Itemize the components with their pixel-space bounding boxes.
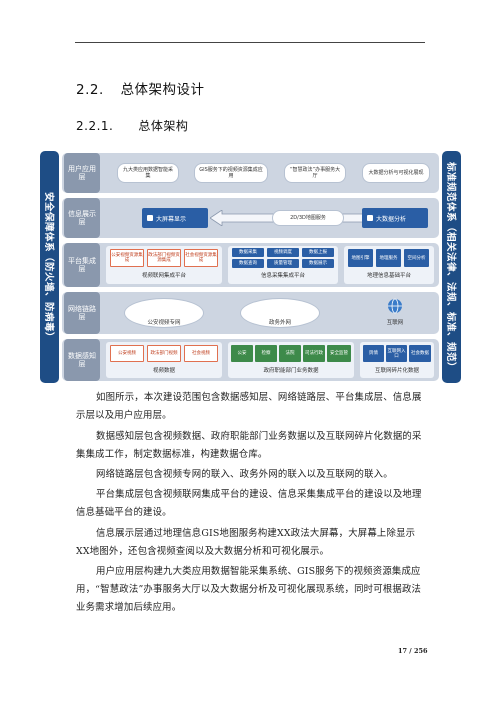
info-display-layer: 信息展示层 大屏幕显示 2D/3D地图服务 大数据分析 [62, 198, 439, 238]
heading-number: 2.2.1. [76, 119, 114, 133]
data-cell: 舆情 [363, 345, 384, 362]
screen-icon [147, 215, 153, 221]
security-system-bar: 安全保障体系（防火墙、防病毒） [40, 151, 59, 383]
user-application-layer: 用户应用层 九大类应用数据智能采集 GIS服务下的视频资源集成应用 “智慧政法”… [62, 153, 439, 193]
group-caption: 政府职能部门业务数据 [263, 368, 319, 374]
platform-cell: 公安视频资源集成 [110, 249, 144, 267]
header-rule [75, 42, 425, 43]
data-cell: 司法行政 [303, 345, 325, 362]
chart-icon [367, 215, 373, 221]
body-paragraph: 如图所示，本次建设范围包含数据感知层、网络链路层、平台集成层、信息展示层以及用户… [76, 392, 422, 421]
page-number: 17 / 256 [398, 647, 428, 655]
platform-cell: 质量管理 [267, 259, 299, 268]
architecture-diagram: 安全保障体系（防火墙、防病毒） 标准规范体系（相关法律、法规、标准、规范） 用户… [40, 151, 461, 383]
section-heading-2-2: 2.2. 总体架构设计 [76, 78, 205, 98]
platform-cell: 地理服务 [376, 249, 401, 267]
body-paragraph: 信息展示层通过地理信息GIS地图服务构建XX政法大屏幕，大屏幕上除显示XX地图外… [76, 528, 416, 557]
body-paragraph: 网络链路层包含视频专网的联入、政务外网的联入以及互联网的联入。 [96, 469, 393, 480]
platform-cell: 数据查询 [232, 259, 264, 268]
big-data-analysis: 大数据分析 [362, 208, 428, 228]
data-cell: 社会视频 [184, 345, 218, 362]
platform-cell: 空间分析 [404, 249, 429, 267]
data-cell: 安全监管 [327, 345, 351, 362]
network-item: 互联网 [386, 320, 404, 326]
network-oval [240, 298, 320, 328]
video-platform-group: 公安视频资源集成 政法部门视频资源集成 社会视频资源集成 视频联网集成平台 [106, 246, 222, 284]
platform-cell: 数据展示 [302, 259, 334, 268]
data-cell: 公安视频 [110, 345, 144, 362]
data-cell: 检察 [255, 345, 277, 362]
group-caption: 互联网碎片化数据 [374, 368, 419, 374]
heading-title: 总体架构设计 [120, 82, 205, 98]
body-paragraph: 平台集成层包含视频联网集成平台的建设、信息采集集成平台的建设以及地理信息基础平台… [76, 489, 422, 518]
data-cell: 法院 [279, 345, 301, 362]
group-caption: 视频联网集成平台 [141, 273, 186, 279]
platform-integration-layer: 平台集成层 公安视频资源集成 政法部门视频资源集成 社会视频资源集成 视频联网集… [62, 243, 439, 287]
gis-platform-group: 地图引擎 地理服务 空间分析 地理信息基础平台 [344, 246, 434, 284]
big-screen-display: 大屏幕显示 [142, 208, 208, 228]
group-caption: 地理信息基础平台 [366, 273, 411, 279]
platform-cell: 社会视频资源集成 [184, 249, 218, 267]
standards-system-bar: 标准规范体系（相关法律、法规、标准、规范） [442, 151, 461, 383]
info-platform-group: 数据采集 视频调度 数据上报 数据查询 质量管理 数据展示 信息采集集成平台 [228, 246, 338, 284]
data-cell: 公安 [231, 345, 253, 362]
user-app-item: 大数据分析与可视化展现 [362, 163, 430, 183]
heading-title: 总体架构 [138, 119, 189, 133]
data-perception-layer: 数据感知层 公安视频 政法部门视频 社会视频 视频数据 公安 检察 法院 司法行… [62, 339, 439, 381]
data-cell: 政法部门视频 [147, 345, 181, 362]
net-data-group: 舆情 互联网入口 社会数据 互联网碎片化数据 [360, 342, 434, 378]
platform-cell: 地图引擎 [348, 249, 373, 267]
body-paragraph: 数据感知层包含视频数据、政府职能部门业务数据以及互联网碎片化数据的采集集成工作，… [76, 431, 422, 460]
layer-label: 网络链路层 [64, 292, 100, 334]
globe-icon [388, 298, 402, 314]
platform-cell: 视频调度 [267, 248, 299, 257]
platform-cell: 数据上报 [302, 248, 334, 257]
network-oval [124, 298, 204, 328]
network-link-layer: 网络链路层 公安视频专网 政务外网 互联网 [62, 292, 439, 334]
video-data-group: 公安视频 政法部门视频 社会视频 视频数据 [106, 342, 222, 378]
layer-label: 数据感知层 [64, 339, 100, 381]
map-service: 2D/3D地图服务 [272, 210, 344, 226]
group-caption: 视频数据 [152, 368, 175, 374]
heading-number: 2.2. [76, 82, 104, 98]
platform-cell: 数据采集 [232, 248, 264, 257]
user-app-item: 九大类应用数据智能采集 [117, 163, 179, 183]
group-caption: 信息采集集成平台 [260, 273, 305, 279]
user-app-item: GIS服务下的视频资源集成应用 [194, 163, 268, 183]
platform-cell: 政法部门视频资源集成 [147, 249, 181, 267]
user-app-item: “智慧政法”办事服务大厅 [284, 163, 346, 183]
layer-label: 平台集成层 [64, 243, 100, 287]
data-cell: 社会数据 [409, 345, 431, 362]
network-item: 公安视频专网 [147, 320, 181, 326]
gov-data-group: 公安 检察 法院 司法行政 安全监管 政府职能部门业务数据 [228, 342, 354, 378]
section-heading-2-2-1: 2.2.1. 总体架构 [76, 117, 188, 134]
data-cell: 互联网入口 [386, 345, 407, 362]
layer-label: 信息展示层 [64, 198, 100, 238]
network-item: 政务外网 [268, 320, 291, 326]
layer-label: 用户应用层 [64, 153, 100, 193]
body-paragraph: 用户应用层构建九大类应用数据智能采集系统、GIS服务下的视频资源集成应用，“智慧… [76, 566, 422, 613]
